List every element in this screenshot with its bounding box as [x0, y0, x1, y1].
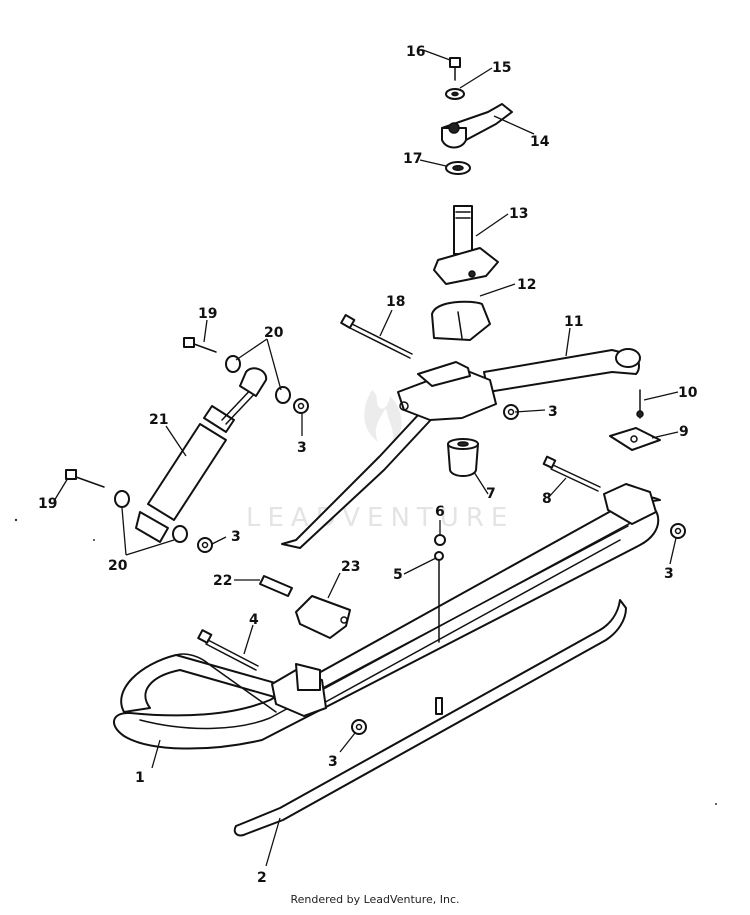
nut-part-3-e: [351, 719, 367, 735]
washer-part-17: [445, 161, 471, 175]
callout-18: 18: [386, 294, 405, 310]
spindle-part-13: [433, 205, 499, 285]
callout-2: 2: [257, 870, 267, 886]
leader-lines: [53, 49, 679, 867]
callout-3-b: 3: [297, 440, 307, 456]
nut-part-3-c: [197, 537, 213, 553]
bumper-part-7: [447, 438, 479, 477]
spindle-housing-bracket: [397, 361, 497, 421]
callout-13: 13: [509, 206, 528, 222]
bolt-part-4: [197, 629, 259, 671]
callout-17: 17: [403, 151, 422, 167]
callout-4: 4: [249, 612, 259, 628]
wear-bar-part-2: [233, 599, 627, 837]
callout-20-a: 20: [264, 325, 284, 341]
bolt-part-19-b: [65, 469, 105, 488]
nut-part-6: [434, 534, 446, 546]
callout-5: 5: [393, 567, 403, 583]
nut-part-3-d: [670, 523, 686, 539]
pin-part-10: [636, 389, 644, 419]
ski-bracket-rear: [603, 483, 657, 525]
callout-3-e: 3: [328, 754, 338, 770]
washer-part-15: [445, 88, 465, 100]
callout-3-a: 3: [548, 404, 558, 420]
callout-19-b: 19: [38, 496, 57, 512]
bolt-part-8: [542, 455, 601, 492]
shock-absorber-part-21: [135, 367, 268, 543]
callout-20-b: 20: [108, 558, 128, 574]
callout-3-c: 3: [231, 529, 241, 545]
watermark-flame-icon: [364, 390, 402, 444]
ski-part-1: [113, 496, 661, 750]
callout-10: 10: [678, 385, 698, 401]
callout-9: 9: [679, 424, 689, 440]
callout-23: 23: [341, 559, 360, 575]
callout-14: 14: [530, 134, 550, 150]
callout-11: 11: [564, 314, 583, 330]
callout-labels: 1 2 3 3 3 3 3 4 5 6 7 8 9 10 11 12 13 14…: [38, 44, 698, 886]
callout-12: 12: [517, 277, 536, 293]
ski-bracket-front: [271, 663, 327, 717]
bushing-part-12: [431, 300, 491, 341]
plate-part-9: [609, 427, 661, 451]
watermark: LEADVENTURE: [246, 390, 514, 533]
callout-6: 6: [435, 504, 445, 520]
stud-part-5: [434, 551, 444, 643]
bolt-part-19-a: [183, 337, 217, 353]
callout-3-d: 3: [664, 566, 674, 582]
steering-arm-part-14: [441, 103, 513, 149]
bolt-part-16: [449, 57, 461, 81]
callout-19-a: 19: [198, 306, 217, 322]
callout-16: 16: [406, 44, 425, 60]
callout-21: 21: [149, 412, 168, 428]
bolt-part-18: [340, 314, 413, 359]
nut-part-3-b: [293, 398, 309, 414]
print-specks: [14, 518, 717, 805]
footer-credit: Rendered by LeadVenture, Inc.: [290, 893, 460, 906]
sleeve-part-22: [259, 575, 293, 597]
callout-15: 15: [492, 60, 511, 76]
callout-7: 7: [486, 486, 496, 502]
callout-1: 1: [135, 770, 145, 786]
watermark-brand: LEADVENTURE: [246, 503, 514, 533]
callout-8: 8: [542, 491, 552, 507]
saddle-part-23: [295, 595, 351, 639]
callout-22: 22: [213, 573, 232, 589]
bushing-part-20-b: [114, 490, 188, 543]
